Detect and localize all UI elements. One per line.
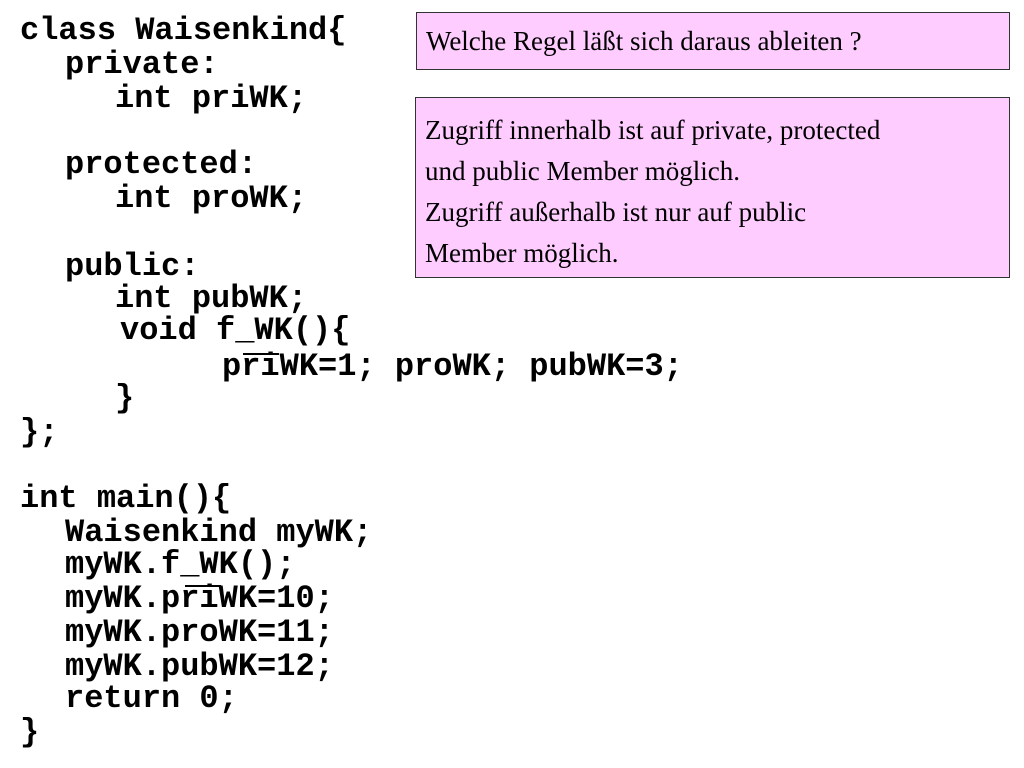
answer-line: Zugriff innerhalb ist auf private, prote… — [425, 115, 881, 145]
question-box: Welche Regel läßt sich daraus ableiten ? — [416, 12, 1010, 70]
code-line-protected-access: myWK.proWK=11; — [65, 614, 334, 651]
code-line-class-declaration: class Waisenkind{ — [20, 12, 347, 49]
code-line-class-close: }; — [20, 414, 59, 451]
code-line-private-access: myWK.priWK=10; — [65, 580, 334, 617]
question-text: Welche Regel läßt sich daraus ableiten ? — [426, 26, 862, 56]
answer-box: Zugriff innerhalb ist auf private, prote… — [415, 97, 1010, 278]
code-line-public-label: public: — [65, 248, 200, 285]
code-line-protected-member: int proWK; — [115, 180, 308, 217]
code-line-protected-label: protected: — [65, 146, 258, 183]
code-line-method-body: priWK=1; proWK; pubWK=3; — [222, 348, 683, 385]
overline-mark-method-body — [243, 353, 279, 355]
code-line-private-member: int priWK; — [115, 80, 308, 117]
code-line-main-signature: int main(){ — [20, 480, 232, 517]
code-line-method-close: } — [115, 380, 135, 417]
code-line-main-close: } — [20, 714, 40, 751]
code-line-public-access: myWK.pubWK=12; — [65, 648, 334, 685]
code-line-private-label: private: — [65, 46, 219, 83]
code-line-public-member: int pubWK; — [115, 280, 308, 317]
answer-line: Member möglich. — [425, 238, 619, 268]
answer-line: und public Member möglich. — [425, 156, 740, 186]
code-line-return: return 0; — [65, 680, 238, 717]
overline-mark-private-access — [185, 585, 221, 587]
code-line-object-declaration: Waisenkind myWK; — [65, 514, 373, 551]
code-line-method-call: myWK.f_WK(); — [65, 546, 296, 583]
answer-line: Zugriff außerhalb ist nur auf public — [425, 197, 807, 227]
code-line-method-signature: void f_WK(){ — [120, 312, 351, 349]
